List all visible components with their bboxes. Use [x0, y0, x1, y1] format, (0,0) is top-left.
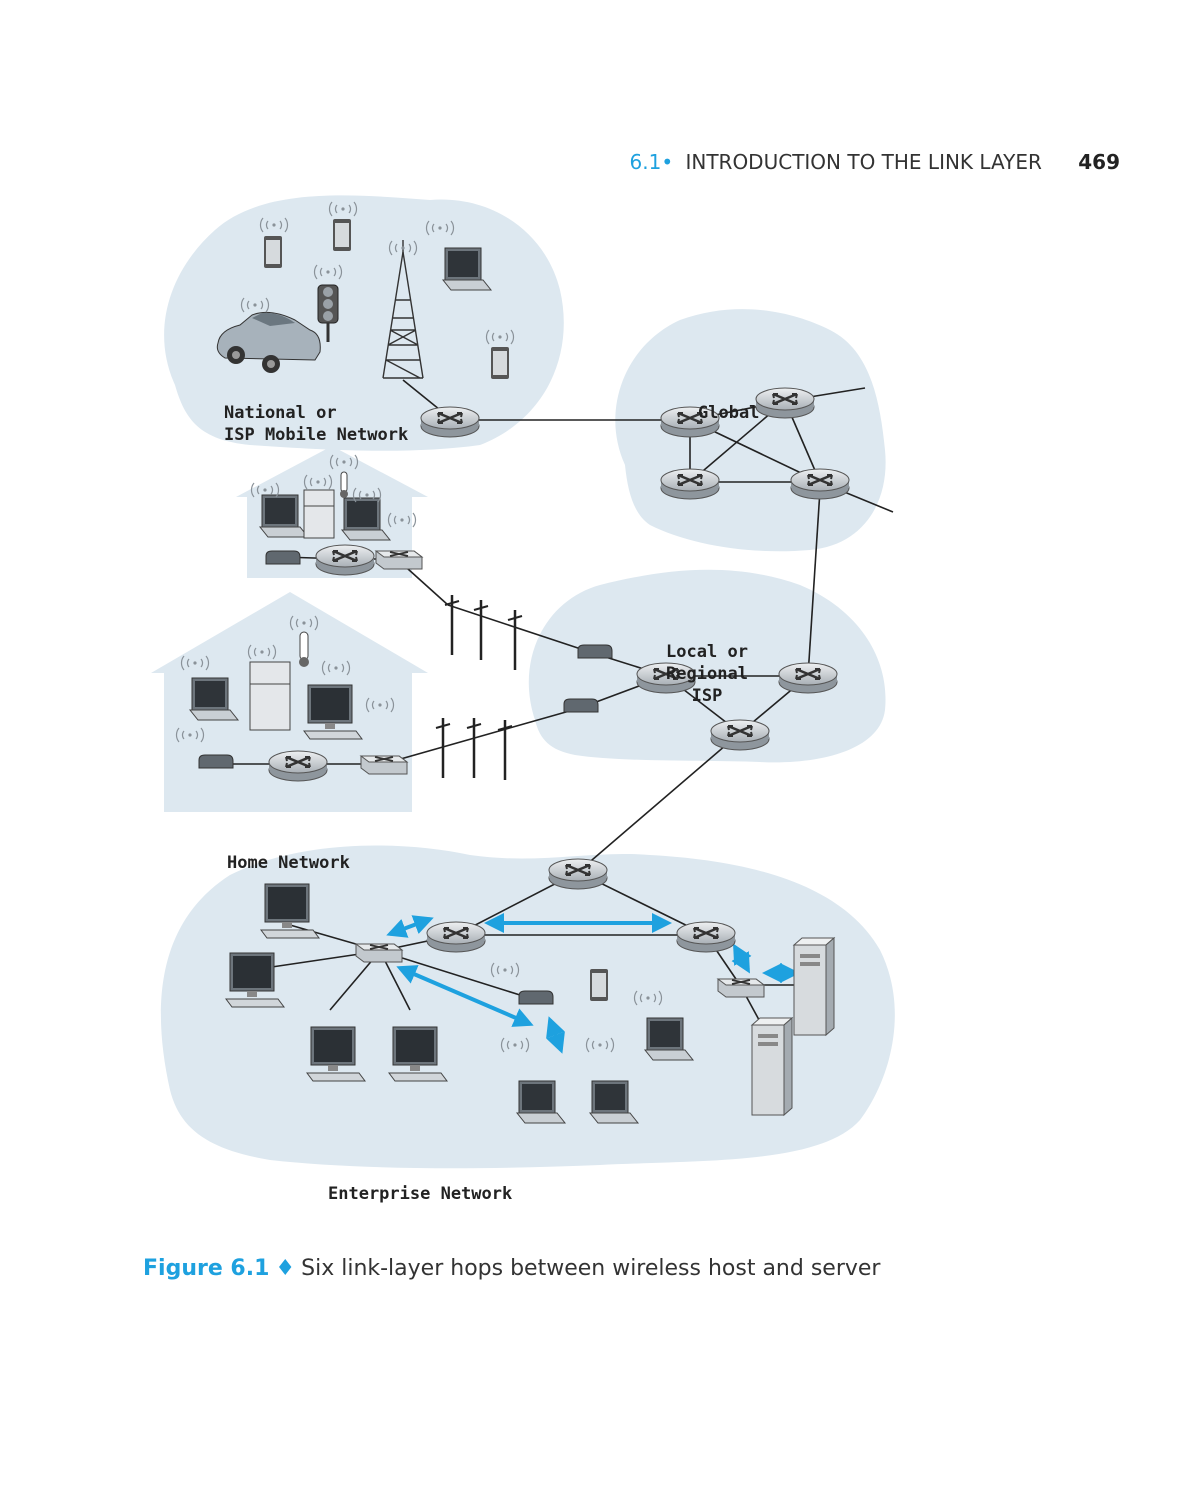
utility-pole-icon [434, 593, 524, 782]
router-icon [547, 857, 609, 891]
car-icon [216, 311, 321, 373]
server-icon [793, 937, 835, 1036]
router-icon [789, 467, 851, 501]
server-icon [751, 1017, 793, 1116]
router-icon [267, 749, 329, 783]
router-icon [314, 543, 376, 577]
router-icon [675, 920, 737, 954]
running-header: 6.1• INTRODUCTION TO THE LINK LAYER 469 [600, 150, 1121, 174]
modem-icon [265, 550, 301, 565]
figure-label: Figure 6.1 [143, 1256, 270, 1281]
local-isp-label-line3: ISP [691, 686, 723, 706]
section-number: 6.1 [629, 150, 662, 174]
caption-diamond-icon: ♦ [275, 1256, 296, 1281]
chapter-section-title: INTRODUCTION TO THE LINK LAYER [685, 150, 1042, 174]
global-label: Global [698, 403, 760, 423]
modem-icon [198, 754, 234, 769]
phone-icon [264, 236, 282, 268]
phone-icon [333, 219, 351, 251]
router-icon [419, 405, 481, 439]
phone-icon [491, 347, 509, 379]
mobile-network-label-line1: National or [224, 403, 337, 423]
modem-icon [563, 698, 599, 713]
local-isp-label: Local or Regional ISP [662, 641, 752, 707]
link-layer-hop-arrows [386, 913, 800, 1054]
local-isp-label-line1: Local or [666, 642, 748, 662]
modem-icon [518, 990, 554, 1005]
router-icon [777, 661, 839, 695]
refrigerator-icon [303, 489, 335, 539]
home-network-label: Home Network [227, 853, 350, 873]
thermometer-icon [299, 631, 309, 667]
figure-caption: Figure 6.1♦Six link-layer hops between w… [143, 1256, 880, 1281]
router-icon [659, 467, 721, 501]
local-isp-label-line2: Regional [666, 664, 748, 684]
router-icon [425, 920, 487, 954]
caption-text: Six link-layer hops between wireless hos… [301, 1256, 881, 1281]
mobile-network-label: National or ISP Mobile Network [224, 402, 408, 446]
refrigerator-icon [249, 661, 291, 731]
header-bullet: • [661, 150, 674, 174]
switch-icon [360, 755, 408, 775]
thermometer-icon [340, 471, 348, 498]
switch-icon [375, 550, 423, 570]
local-isp-cloud [528, 569, 886, 763]
router-icon [754, 386, 816, 420]
page-number: 469 [1078, 150, 1120, 174]
traffic-light-icon [317, 284, 339, 342]
phone-icon [590, 969, 608, 1001]
switch-icon [355, 943, 403, 963]
modem-icon [577, 644, 613, 659]
router-icon [709, 718, 771, 752]
mobile-network-label-line2: ISP Mobile Network [224, 425, 409, 445]
switch-icon [717, 978, 765, 998]
enterprise-network-label: Enterprise Network [328, 1184, 513, 1204]
